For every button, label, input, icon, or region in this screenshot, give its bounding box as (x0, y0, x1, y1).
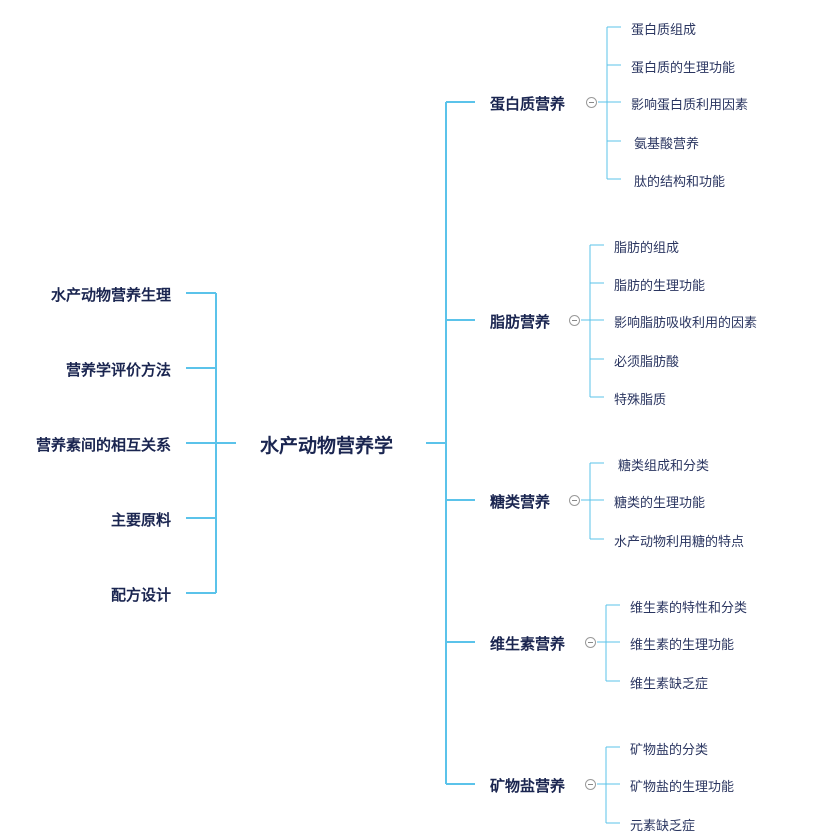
branch-fat[interactable]: 脂肪营养 (490, 313, 551, 331)
left-branch-4[interactable]: 主要原料 (110, 511, 171, 529)
leaf-item[interactable]: 元素缺乏症 (630, 819, 696, 834)
leaf-item[interactable]: 维生素的生理功能 (630, 638, 735, 653)
leaf-item[interactable]: 特殊脂质 (614, 393, 667, 408)
leaf-item[interactable]: 维生素缺乏症 (630, 677, 709, 692)
leaf-item[interactable]: 影响蛋白质利用因素 (631, 98, 749, 113)
leaf-item[interactable]: 蛋白质组成 (631, 23, 697, 38)
leaf-item[interactable]: 矿物盐的生理功能 (630, 780, 735, 795)
leaf-item[interactable]: 必须脂肪酸 (614, 355, 680, 370)
leaf-item[interactable]: 糖类组成和分类 (618, 459, 710, 474)
collapse-toggle-icon[interactable] (585, 779, 596, 790)
leaf-item[interactable]: 水产动物利用糖的特点 (614, 535, 745, 550)
branch-protein[interactable]: 蛋白质营养 (490, 95, 566, 113)
leaf-item[interactable]: 维生素的特性和分类 (630, 601, 748, 616)
collapse-toggle-icon[interactable] (585, 637, 596, 648)
leaf-item[interactable]: 影响脂肪吸收利用的因素 (614, 316, 758, 331)
branch-vitamin[interactable]: 维生素营养 (490, 635, 566, 653)
leaf-item[interactable]: 脂肪的组成 (614, 241, 680, 256)
branch-carbohydrate[interactable]: 糖类营养 (490, 493, 551, 511)
leaf-item[interactable]: 脂肪的生理功能 (614, 279, 706, 294)
branch-mineral[interactable]: 矿物盐营养 (490, 777, 566, 795)
left-branch-2[interactable]: 营养学评价方法 (65, 361, 171, 379)
leaf-item[interactable]: 矿物盐的分类 (630, 743, 709, 758)
center-topic[interactable]: 水产动物营养学 (260, 435, 394, 457)
leaf-item[interactable]: 蛋白质的生理功能 (631, 61, 736, 76)
collapse-toggle-icon[interactable] (569, 495, 580, 506)
left-branch-3[interactable]: 营养素间的相互关系 (35, 436, 171, 454)
left-branch-1[interactable]: 水产动物营养生理 (50, 286, 171, 304)
leaf-item[interactable]: 肽的结构和功能 (634, 175, 726, 190)
left-branch-5[interactable]: 配方设计 (110, 586, 171, 604)
leaf-item[interactable]: 糖类的生理功能 (614, 496, 706, 511)
leaf-item[interactable]: 氨基酸营养 (634, 137, 700, 152)
collapse-toggle-icon[interactable] (569, 315, 580, 326)
collapse-toggle-icon[interactable] (586, 97, 597, 108)
